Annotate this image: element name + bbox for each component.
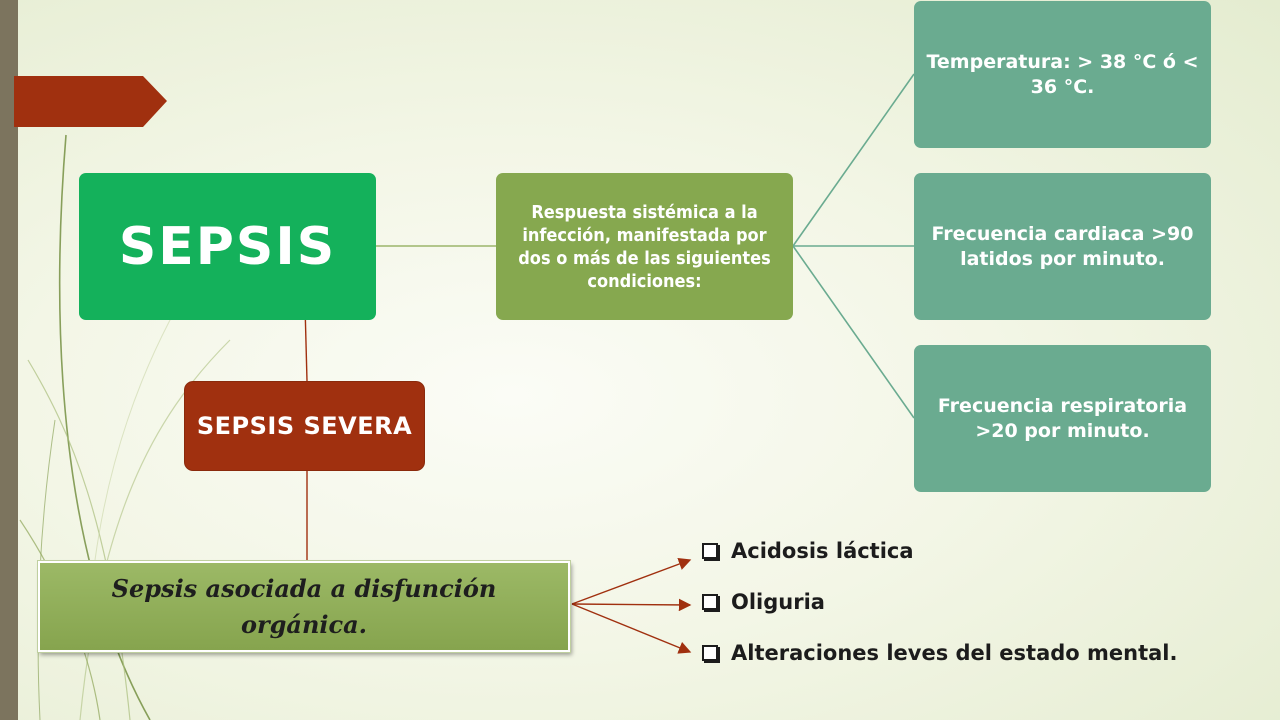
accent-arrow-shape [14,76,167,127]
condition-temperature-box: Temperatura: > 38 °C ó < 36 °C. [914,1,1211,148]
sepsis-box: SEPSIS [79,173,376,320]
bullet-text: Acidosis láctica [731,539,914,563]
respuesta-box: Respuesta sistémica a la infección, mani… [496,173,793,320]
checkbox-bullet-icon [702,543,718,559]
bullet-item: Acidosis láctica [701,536,1221,567]
sepsis-severa-box: SEPSIS SEVERA [184,381,425,471]
bullet-item: Oliguria [701,587,1221,618]
sepsis-label: SEPSIS [118,216,337,277]
respuesta-label: Respuesta sistémica a la infección, mani… [518,201,771,292]
disfuncion-box: Sepsis asociada a disfunción orgánica. [37,560,571,653]
checkbox-bullet-icon [702,594,718,610]
bullet-item: Alteraciones leves del estado mental. [701,638,1221,669]
condition-heart-rate-label: Frecuencia cardiaca >90 latidos por minu… [931,222,1194,270]
condition-respiratory-rate-label: Frecuencia respiratoria >20 por minuto. [937,394,1188,442]
bullet-list: Acidosis láctica Oliguria Alteraciones l… [701,536,1221,669]
sepsis-severa-label: SEPSIS SEVERA [196,411,413,440]
disfuncion-label: Sepsis asociada a disfunción orgánica. [111,573,497,639]
condition-heart-rate-box: Frecuencia cardiaca >90 latidos por minu… [914,173,1211,320]
bullet-text: Oliguria [731,590,825,614]
condition-temperature-label: Temperatura: > 38 °C ó < 36 °C. [926,50,1199,98]
left-accent-bar [0,0,18,720]
condition-respiratory-rate-box: Frecuencia respiratoria >20 por minuto. [914,345,1211,492]
checkbox-bullet-icon [702,645,718,661]
bullet-text: Alteraciones leves del estado mental. [731,641,1178,665]
